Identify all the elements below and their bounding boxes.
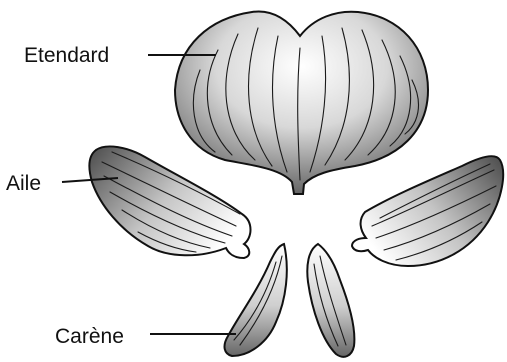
wing-label: Aile [6,172,41,195]
keel-petals [225,244,355,357]
keel-label: Carène [55,325,124,348]
standard-petal [175,12,428,194]
left-wing-petal [89,146,250,258]
standard-label: Etendard [24,44,109,67]
right-wing-petal [352,156,503,266]
